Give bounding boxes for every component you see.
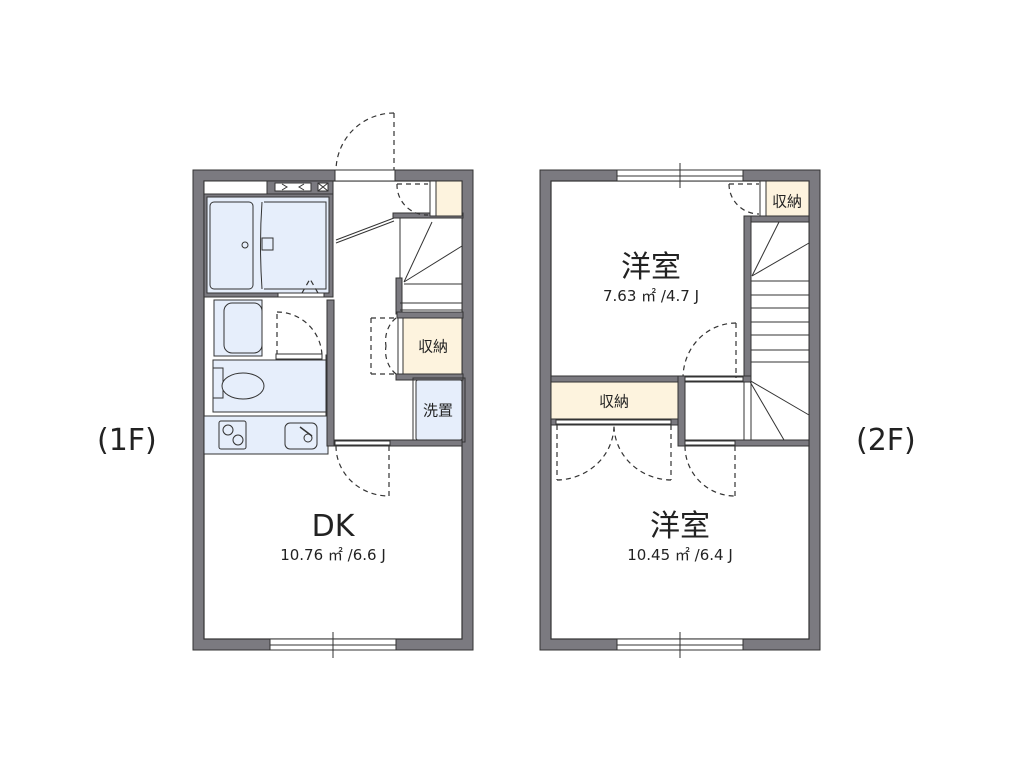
storage-label-2f-top: 収納 [771, 192, 803, 211]
room-name: DK [311, 509, 355, 544]
room-western-small: 洋室 7.63 ㎡ /4.7 J [602, 250, 700, 306]
room-area: 10.45 ㎡ /6.4 J [627, 546, 733, 564]
storage-label-2f-closet: 収納 [598, 392, 630, 411]
room-dk: DK 10.76 ㎡ /6.6 J [280, 509, 386, 565]
room-area: 10.76 ㎡ /6.6 J [280, 546, 386, 564]
storage-label-1f: 収納 [417, 337, 449, 356]
floor-2f-plan [539, 163, 821, 658]
floor-label-2f: (2F) [856, 423, 916, 458]
floor-label-1f: (1F) [97, 423, 157, 458]
room-western-large: 洋室 10.45 ㎡ /6.4 J [627, 509, 733, 565]
room-area: 7.63 ㎡ /4.7 J [602, 287, 700, 305]
washer-space-label: 洗置 [422, 401, 454, 420]
floor-1f-plan [192, 112, 474, 658]
room-name: 洋室 [620, 250, 681, 285]
room-name: 洋室 [650, 509, 710, 544]
